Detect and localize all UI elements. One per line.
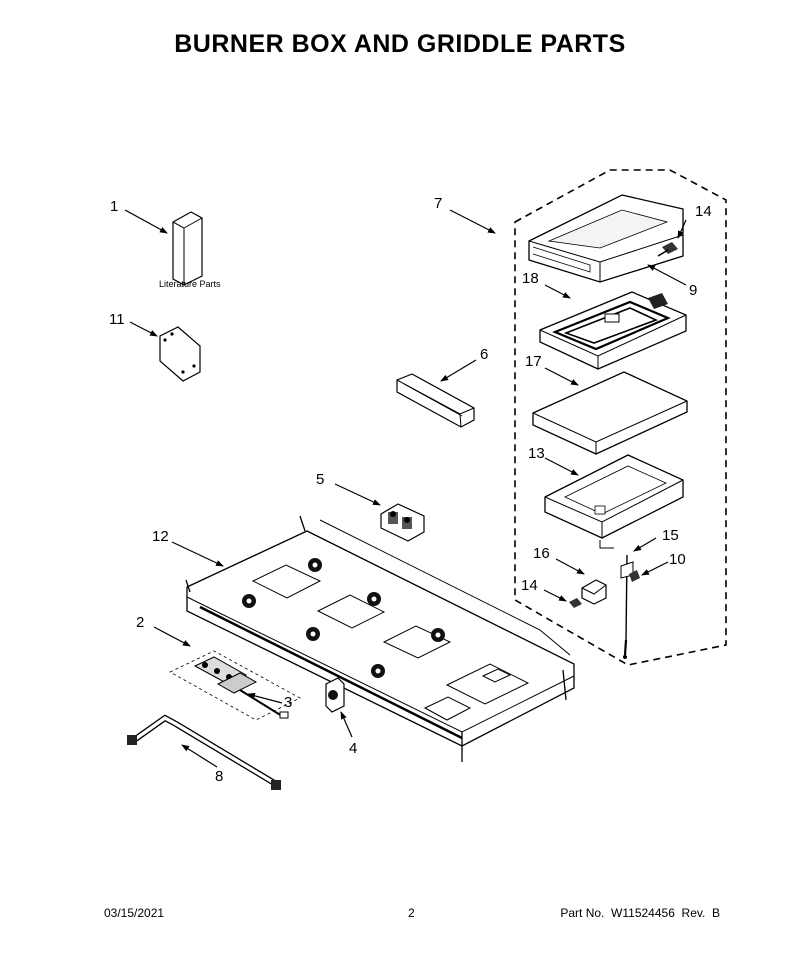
callout-1: 1 xyxy=(110,198,118,215)
footer-part-number: Part No. W11524456 Rev. B xyxy=(560,906,720,920)
callout-7: 7 xyxy=(434,195,442,212)
gas-tube xyxy=(127,714,281,790)
heating-element xyxy=(539,291,687,370)
temperature-sensor xyxy=(620,554,634,659)
callout-9: 9 xyxy=(689,282,697,299)
footer-page-number: 2 xyxy=(408,906,415,920)
burner-valves xyxy=(193,656,289,719)
callout-8: 8 xyxy=(215,768,223,785)
griddle-top xyxy=(528,194,684,283)
callout-17: 17 xyxy=(525,353,542,370)
valve-group-boundary xyxy=(169,650,301,721)
callout-15: 15 xyxy=(662,527,679,544)
callout-2: 2 xyxy=(136,614,144,631)
page-title: BURNER BOX AND GRIDDLE PARTS xyxy=(174,30,626,58)
literature-parts-label: Literature Parts xyxy=(159,279,221,289)
griddle-box xyxy=(544,454,684,549)
spark-module xyxy=(380,503,425,542)
cover-plate xyxy=(159,326,201,382)
grease-tray xyxy=(396,373,475,428)
callout-16: 16 xyxy=(533,545,550,562)
callout-10: 10 xyxy=(669,551,686,568)
screw-lower xyxy=(569,598,582,608)
leader-lines xyxy=(124,209,687,768)
callout-12: 12 xyxy=(152,528,169,545)
bracket xyxy=(581,579,607,605)
callout-14-top: 14 xyxy=(695,203,712,220)
screw-small xyxy=(629,570,640,582)
callout-11: 11 xyxy=(109,311,125,328)
burner-box xyxy=(185,515,575,762)
screw-top xyxy=(657,242,678,257)
regulator xyxy=(325,677,345,713)
callout-6: 6 xyxy=(480,346,488,363)
literature-parts xyxy=(172,211,203,286)
callout-18: 18 xyxy=(522,270,539,287)
callout-5: 5 xyxy=(316,471,324,488)
callout-numbers: 1 11 7 14 9 18 17 6 13 5 12 2 3 4 8 16 1… xyxy=(109,195,712,785)
callout-4: 4 xyxy=(349,740,357,757)
footer-date: 03/15/2021 xyxy=(104,906,165,920)
griddle-plate xyxy=(532,371,688,455)
callout-14-lower: 14 xyxy=(521,577,538,594)
callout-3: 3 xyxy=(284,694,292,711)
callout-13: 13 xyxy=(528,445,545,462)
